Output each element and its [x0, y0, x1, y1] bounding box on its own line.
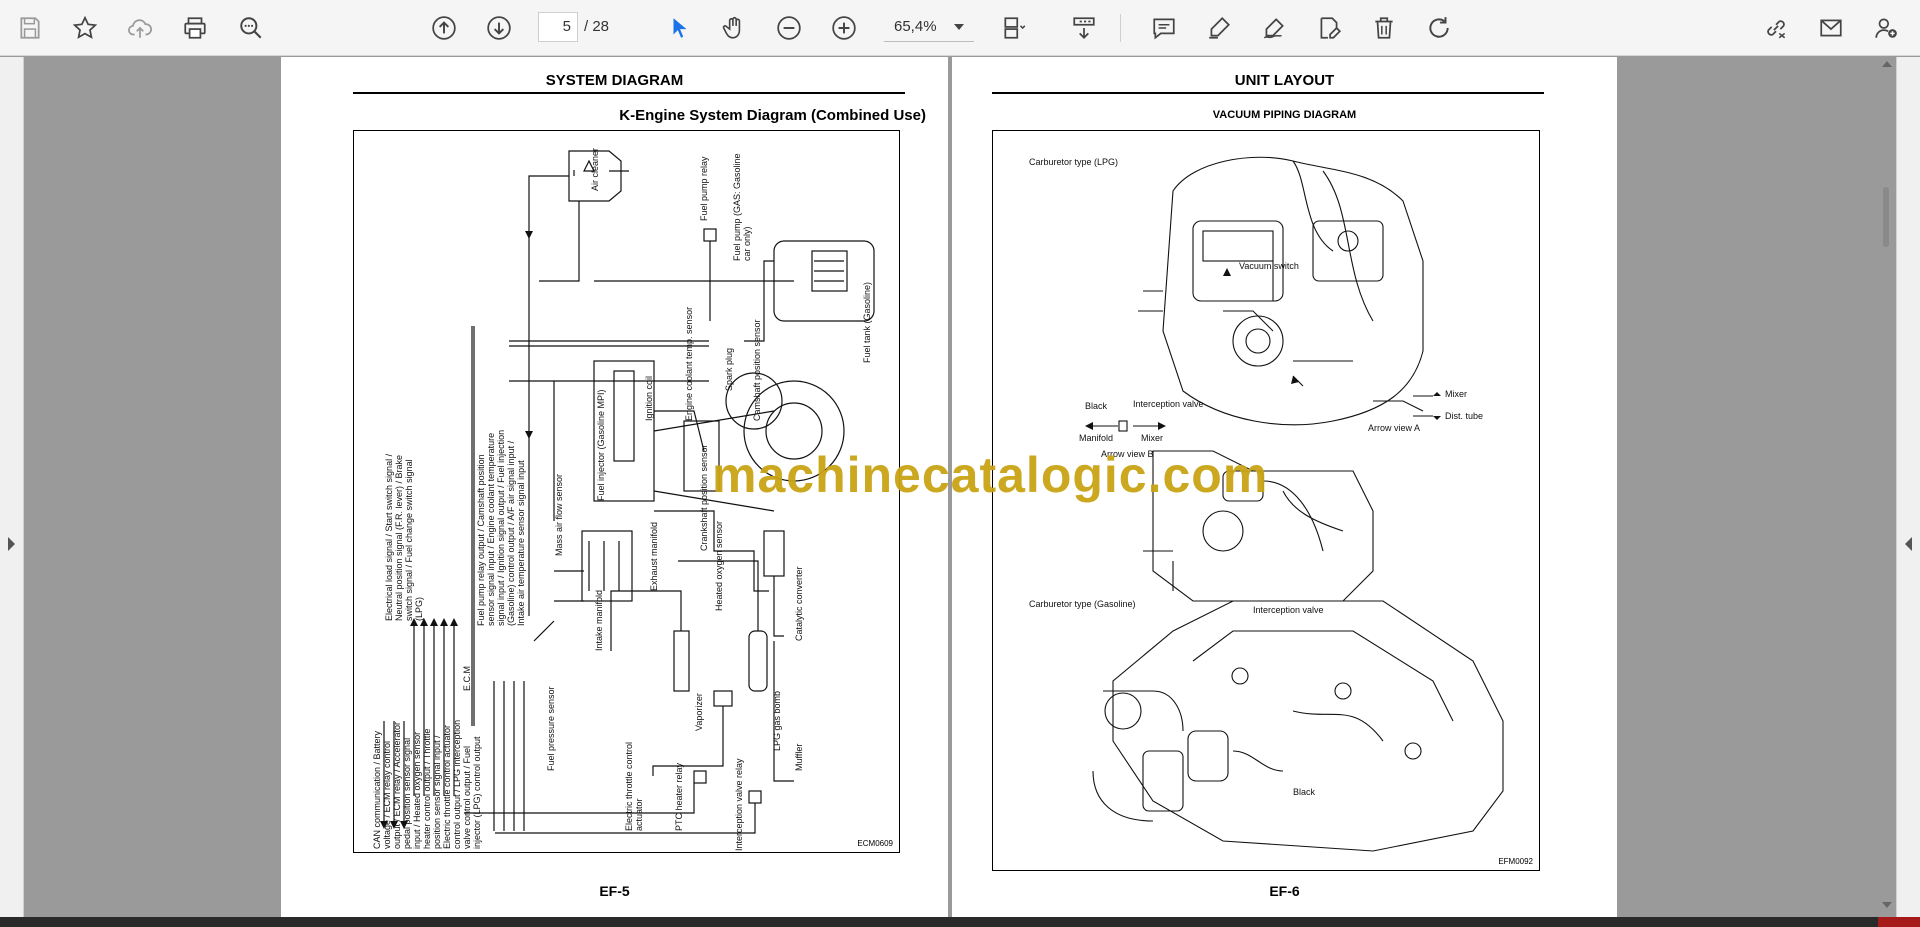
system-diagram-drawing [380, 150, 875, 834]
label-catalytic-converter: Catalytic converter [794, 566, 804, 641]
vacuum-piping-figure: Carburetor type (LPG) Vacuum switch Blac… [992, 130, 1540, 871]
label-fuel-pump-relay: Fuel pump relay [699, 156, 709, 221]
label-lpg-type: Carburetor type (LPG) [1029, 157, 1119, 167]
label-arrow-view-b: Arrow view B [1101, 449, 1154, 459]
zoom-in-icon[interactable] [826, 10, 862, 46]
page-right: UNIT LAYOUT VACUUM PIPING DIAGRAM [952, 57, 1617, 917]
label-spark-plug: Spark plug [724, 347, 734, 391]
label-vacuum-switch: Vacuum switch [1239, 261, 1299, 271]
label-signal-list: Electrical load signal / Start switch si… [384, 453, 424, 621]
label-ptc-heater: PTC heater relay [674, 762, 684, 831]
share-link-icon[interactable] [1758, 10, 1794, 46]
label-output-list: Fuel pump relay output / Camshaft positi… [476, 429, 526, 626]
label-interception-valve: Interception valve relay [734, 758, 744, 851]
email-icon[interactable] [1813, 10, 1849, 46]
hand-icon[interactable] [716, 10, 752, 46]
label-black: Black [1085, 401, 1108, 411]
figure-code: ECM0609 [857, 839, 893, 848]
header-rule [992, 92, 1544, 94]
page-header: SYSTEM DIAGRAM [545, 72, 684, 89]
label-intake-manifold: Intake manifold [594, 589, 604, 651]
label-air-cleaner: Air cleaner [590, 147, 600, 191]
scroll-mode-icon[interactable] [1066, 10, 1102, 46]
label-vaporizer: Vaporizer [694, 693, 704, 731]
left-panel-toggle[interactable] [0, 57, 24, 927]
page-number: EF-5 [599, 883, 630, 899]
page-number: EF-6 [1269, 883, 1300, 899]
label-mass-air-flow: Mass air flow sensor [554, 473, 564, 556]
highlight-icon[interactable] [1201, 10, 1237, 46]
page-header: UNIT LAYOUT [1234, 72, 1335, 89]
page-left: SYSTEM DIAGRAM K-Engine System Diagram (… [281, 57, 948, 917]
label-gasoline-type: Carburetor type (Gasoline) [1029, 599, 1136, 609]
rotate-icon[interactable] [1421, 10, 1457, 46]
label-mixer: Mixer [1141, 433, 1163, 443]
taskbar-accent [1878, 917, 1920, 927]
label-black-2: Black [1293, 787, 1316, 797]
scroll-down-icon[interactable] [1882, 902, 1892, 908]
taskbar-strip [0, 917, 1920, 927]
label-mixer-right: Mixer [1445, 389, 1467, 399]
label-electric-throttle: Electric throttle control actuator [624, 741, 644, 831]
toolbar: 5 / 28 65,4% [0, 0, 1920, 56]
label-fuel-pump: Fuel pump (GAS: Gasoline car only) [732, 153, 752, 261]
zoom-level-select[interactable]: 65,4% [884, 12, 974, 42]
label-fuel-injector: Fuel injector (Gasoline MPI) [596, 389, 606, 501]
toolbar-divider [1120, 14, 1121, 42]
page-gap [948, 57, 952, 917]
add-user-icon[interactable] [1868, 10, 1904, 46]
scroll-thumb[interactable] [1883, 187, 1889, 247]
label-muffler: Muffler [794, 743, 804, 771]
label-lpg-gas-bomb: LPG gas bomb [772, 690, 782, 751]
vacuum-piping-drawing [1085, 156, 1504, 852]
find-icon[interactable] [233, 10, 269, 46]
page-fit-icon[interactable] [996, 10, 1032, 46]
label-dist-tube: Dist. tube [1445, 411, 1484, 421]
label-crankshaft-sensor: Crankshaft position sensor [699, 444, 709, 551]
label-fuel-pressure: Fuel pressure sensor [546, 686, 556, 771]
chevron-left-icon[interactable] [1905, 537, 1912, 551]
watermark-text: machinecatalogic.com [712, 447, 1269, 503]
cloud-upload-icon[interactable] [122, 10, 158, 46]
label-camshaft-sensor: Camshaft position sensor [752, 319, 762, 421]
edit-pdf-icon[interactable] [1311, 10, 1347, 46]
bookmark-star-icon[interactable] [67, 10, 103, 46]
label-ignition-coil: Ignition coil [644, 375, 654, 421]
select-arrow-icon[interactable] [662, 10, 698, 46]
label-ecm: E.C.M [462, 665, 472, 691]
prev-page-icon[interactable] [426, 10, 462, 46]
label-exhaust-manifold: Exhaust manifold [649, 521, 659, 591]
next-page-icon[interactable] [481, 10, 517, 46]
page-number-input[interactable]: 5 [538, 12, 578, 42]
chevron-right-icon[interactable] [8, 537, 15, 551]
page-total: / 28 [584, 18, 610, 35]
zoom-out-icon[interactable] [771, 10, 807, 46]
comment-icon[interactable] [1146, 10, 1182, 46]
label-heated-oxygen: Heated oxygen sensor [714, 520, 724, 611]
save-icon[interactable] [12, 10, 48, 46]
label-manifold: Manifold [1079, 433, 1114, 443]
label-interception-valve: Interception valve [1133, 399, 1204, 409]
draw-icon[interactable] [1256, 10, 1292, 46]
vertical-scrollbar[interactable] [1880, 57, 1894, 917]
label-engine-coolant: Engine coolant temp. sensor [684, 306, 694, 421]
label-can-list: CAN communication / Battery voltage / EC… [372, 719, 482, 849]
diagram-title: K-Engine System Diagram (Combined Use) [619, 107, 926, 124]
diagram-subtitle: VACUUM PIPING DIAGRAM [1212, 109, 1357, 121]
delete-icon[interactable] [1366, 10, 1402, 46]
scroll-up-icon[interactable] [1882, 61, 1892, 67]
label-arrow-view-a: Arrow view A [1368, 423, 1421, 433]
figure-code: EFM0092 [1498, 857, 1533, 866]
chevron-down-icon[interactable] [954, 24, 964, 30]
label-fuel-tank: Fuel tank (Gasoline) [862, 281, 872, 363]
header-rule [353, 92, 905, 94]
system-diagram-figure: Air cleaner Fuel pump relay Fuel pump (G… [353, 130, 900, 853]
print-icon[interactable] [177, 10, 213, 46]
right-panel-toggle[interactable] [1896, 57, 1920, 927]
label-interception-valve-2: Interception valve [1253, 605, 1324, 615]
